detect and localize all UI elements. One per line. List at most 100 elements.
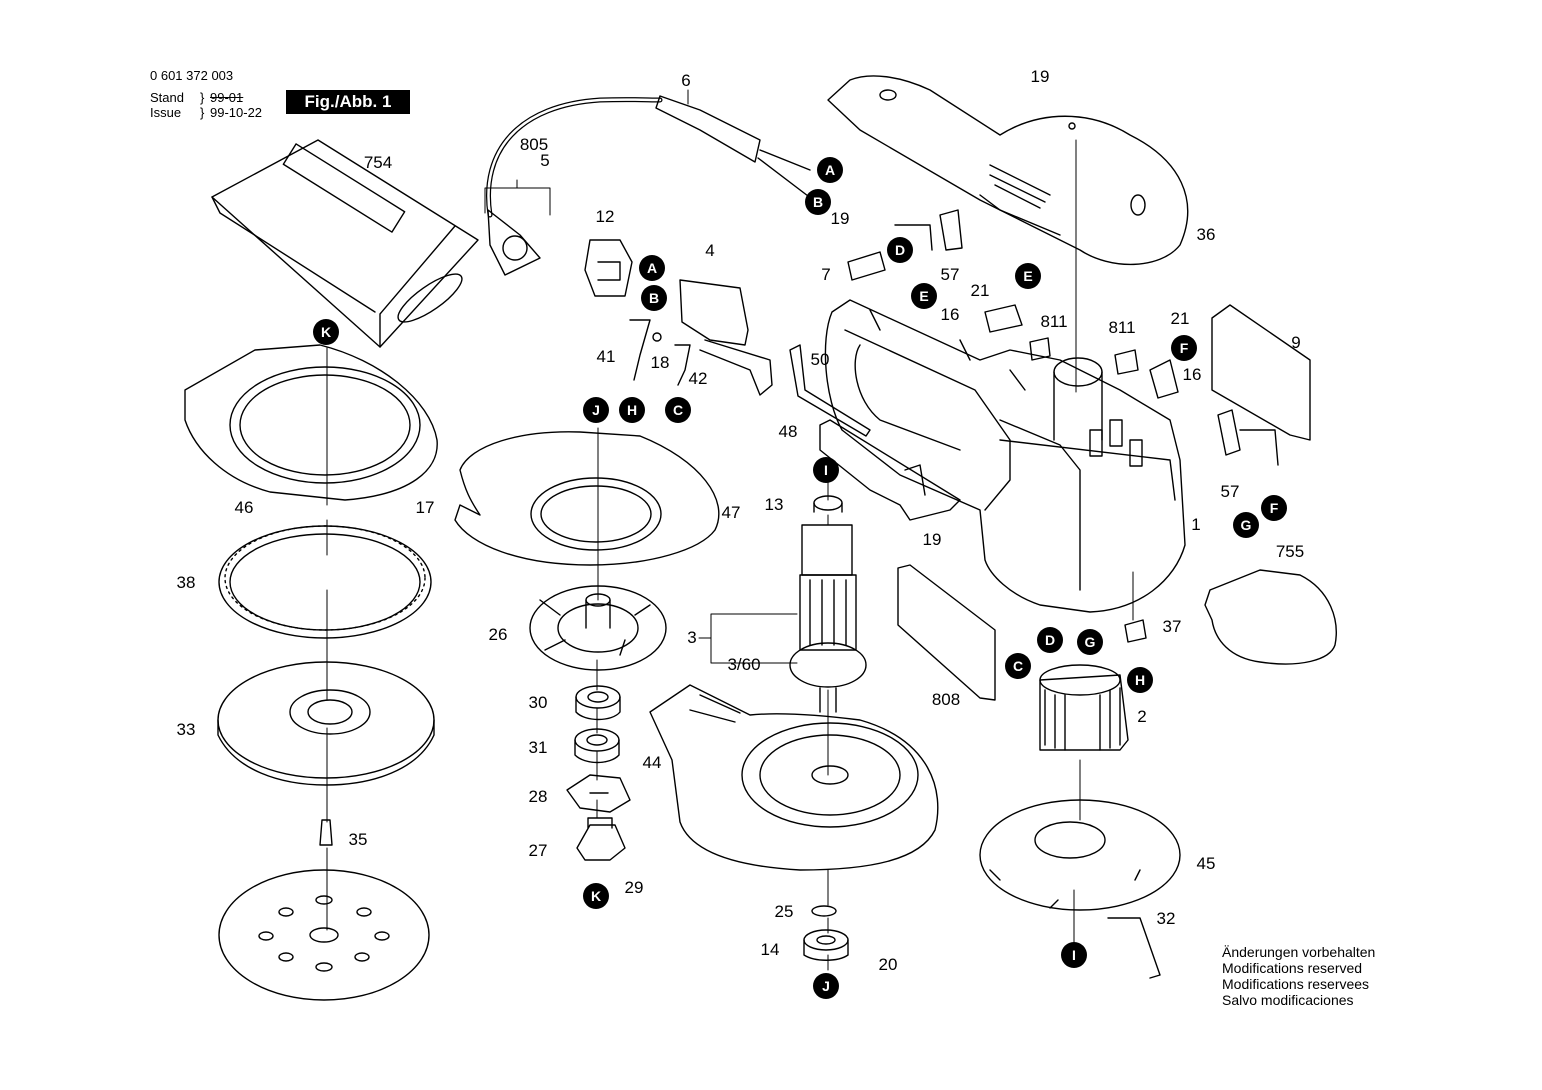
armature-drawing bbox=[789, 495, 867, 713]
retainer-plate-28 bbox=[566, 774, 631, 813]
marker-disc bbox=[813, 457, 839, 483]
marker-disc bbox=[639, 255, 665, 281]
marker-letter: A bbox=[647, 260, 657, 276]
connector-marker-d: D bbox=[887, 237, 913, 263]
spring-32 bbox=[1107, 917, 1161, 979]
connector-marker-j: J bbox=[583, 397, 609, 423]
marker-disc bbox=[1261, 495, 1287, 521]
dust-shroud-drawing bbox=[184, 344, 438, 501]
part-label: 9 bbox=[1291, 333, 1300, 352]
part-label: 808 bbox=[932, 690, 960, 709]
part-label: 13 bbox=[765, 495, 784, 514]
part-label: 18 bbox=[651, 353, 670, 372]
issue-label: Issue bbox=[150, 105, 182, 120]
carbon-811-right bbox=[1114, 349, 1139, 375]
part-label: 42 bbox=[689, 369, 708, 388]
part-label: 19 bbox=[1031, 67, 1050, 86]
notice-line: Modifications reserved bbox=[1222, 960, 1363, 976]
marker-disc bbox=[665, 397, 691, 423]
marker-disc bbox=[1037, 627, 1063, 653]
marker-disc bbox=[641, 285, 667, 311]
marker-letter: H bbox=[1135, 672, 1145, 688]
connector-marker-a: A bbox=[639, 255, 665, 281]
carbon-811-left bbox=[1029, 337, 1051, 361]
part-label: 28 bbox=[529, 787, 548, 806]
stand-label: Stand bbox=[150, 90, 184, 105]
part-label: 50 bbox=[811, 350, 830, 369]
connector-marker-a: A bbox=[817, 157, 843, 183]
part-label: 1 bbox=[1191, 515, 1200, 534]
part-label: 19 bbox=[923, 530, 942, 549]
part-label: 45 bbox=[1197, 854, 1216, 873]
washer-25 bbox=[811, 905, 837, 917]
connector-marker-g: G bbox=[1233, 512, 1259, 538]
part-label: 7 bbox=[821, 265, 830, 284]
marker-disc bbox=[1233, 512, 1259, 538]
handle-cover-drawing bbox=[827, 75, 1189, 266]
connector-marker-k: K bbox=[583, 883, 609, 909]
part-label: 33 bbox=[177, 720, 196, 739]
marker-letter: E bbox=[919, 288, 928, 304]
part-label: 754 bbox=[364, 153, 392, 172]
marker-letter: G bbox=[1085, 634, 1096, 650]
connector-marker-e: E bbox=[1015, 263, 1041, 289]
marker-letter: D bbox=[895, 242, 905, 258]
part-label: 16 bbox=[1183, 365, 1202, 384]
marker-disc bbox=[813, 973, 839, 999]
bearing-14 bbox=[803, 929, 849, 961]
part-label: 14 bbox=[761, 940, 780, 959]
base-housing-drawing bbox=[649, 684, 939, 871]
marker-letter: C bbox=[673, 402, 683, 418]
marker-disc bbox=[887, 237, 913, 263]
marker-disc bbox=[313, 319, 339, 345]
marker-disc bbox=[1077, 629, 1103, 655]
marker-letter: I bbox=[1072, 947, 1076, 963]
part-label: 48 bbox=[779, 422, 798, 441]
switch-drawing bbox=[629, 279, 773, 396]
marker-disc bbox=[1061, 942, 1087, 968]
seal-ring-drawing bbox=[218, 525, 432, 639]
marker-disc bbox=[1005, 653, 1031, 679]
part-label: 44 bbox=[643, 753, 662, 772]
part-label: 30 bbox=[529, 693, 548, 712]
part-label: 35 bbox=[349, 830, 368, 849]
part-label: 20 bbox=[879, 955, 898, 974]
marker-letter: F bbox=[1270, 500, 1279, 516]
part-label: 5 bbox=[540, 151, 549, 170]
part-label: 46 bbox=[235, 498, 254, 517]
strain-relief-drawing bbox=[1204, 569, 1337, 665]
connector-marker-j: J bbox=[813, 973, 839, 999]
marker-letter: K bbox=[321, 324, 331, 340]
part-label: 755 bbox=[1276, 542, 1304, 561]
connector-marker-h: H bbox=[619, 397, 645, 423]
part-label: 17 bbox=[416, 498, 435, 517]
part-label: 47 bbox=[722, 503, 741, 522]
part-label: 2 bbox=[1137, 707, 1146, 726]
part-label: 3/60 bbox=[727, 655, 760, 674]
clamp-7 bbox=[847, 251, 886, 281]
part-label: 805 bbox=[520, 135, 548, 154]
part-label: 4 bbox=[705, 241, 714, 260]
part-label: 26 bbox=[489, 625, 508, 644]
part-label: 32 bbox=[1157, 909, 1176, 928]
notice-line: Modifications reservees bbox=[1222, 976, 1370, 992]
part-label: 57 bbox=[941, 265, 960, 284]
housing-drawing bbox=[824, 299, 1186, 613]
stand-date: 99-01 bbox=[210, 90, 244, 105]
part-label: 57 bbox=[1221, 482, 1240, 501]
part-label: 3 bbox=[687, 628, 696, 647]
marker-letter: D bbox=[1045, 632, 1055, 648]
connector-marker-f: F bbox=[1261, 495, 1287, 521]
issue-date: 99-10-22 bbox=[210, 105, 263, 120]
marker-disc bbox=[583, 883, 609, 909]
marker-letter: H bbox=[627, 402, 637, 418]
marker-letter: I bbox=[824, 462, 828, 478]
marker-disc bbox=[619, 397, 645, 423]
marker-disc bbox=[583, 397, 609, 423]
marker-letter: A bbox=[825, 162, 835, 178]
connector-marker-f: F bbox=[1171, 335, 1197, 361]
connector-marker-b: B bbox=[641, 285, 667, 311]
